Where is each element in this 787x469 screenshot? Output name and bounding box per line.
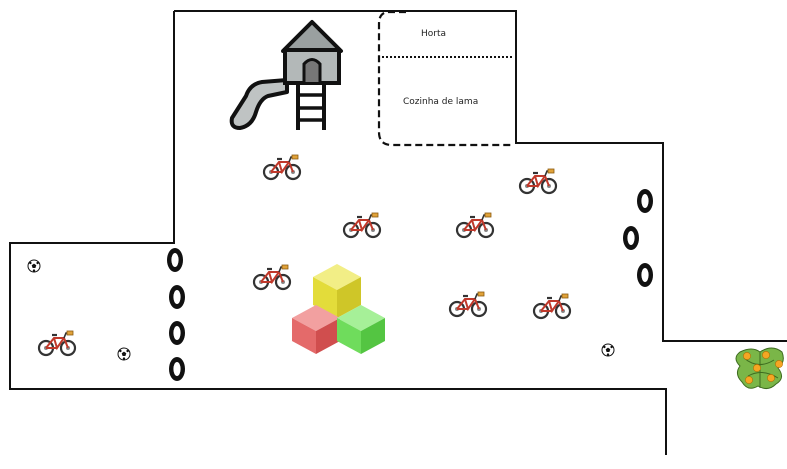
tire-icon: [623, 226, 639, 250]
tire-icon: [637, 189, 653, 213]
yard-boundary: [9, 10, 787, 455]
bicycle-icon: [37, 329, 77, 357]
tire-icon: [169, 321, 185, 345]
bicycle-icon: [518, 167, 558, 195]
tire-icon: [637, 263, 653, 287]
bicycle-icon: [262, 153, 302, 181]
soccer-ball-icon: [27, 259, 41, 273]
orange-tree-icon: [735, 347, 784, 390]
bicycle-icon: [252, 263, 292, 291]
bicycle-icon: [448, 290, 488, 318]
bicycle-icon: [532, 292, 572, 320]
tire-icon: [167, 248, 183, 272]
bicycle-icon: [342, 211, 382, 239]
soccer-ball-icon: [117, 347, 131, 361]
mud-kitchen-label: Cozinha de lama: [403, 97, 478, 107]
garden-mudkitchen-zone: Horta Cozinha de lama: [377, 10, 512, 147]
stacked-cubes-icon: [292, 264, 385, 354]
bicycle-icon: [455, 211, 495, 239]
tire-icon: [169, 285, 185, 309]
slide-tower-icon: [229, 20, 343, 130]
garden-label: Horta: [421, 29, 446, 39]
soccer-ball-icon: [601, 343, 615, 357]
tire-icon: [169, 357, 185, 381]
